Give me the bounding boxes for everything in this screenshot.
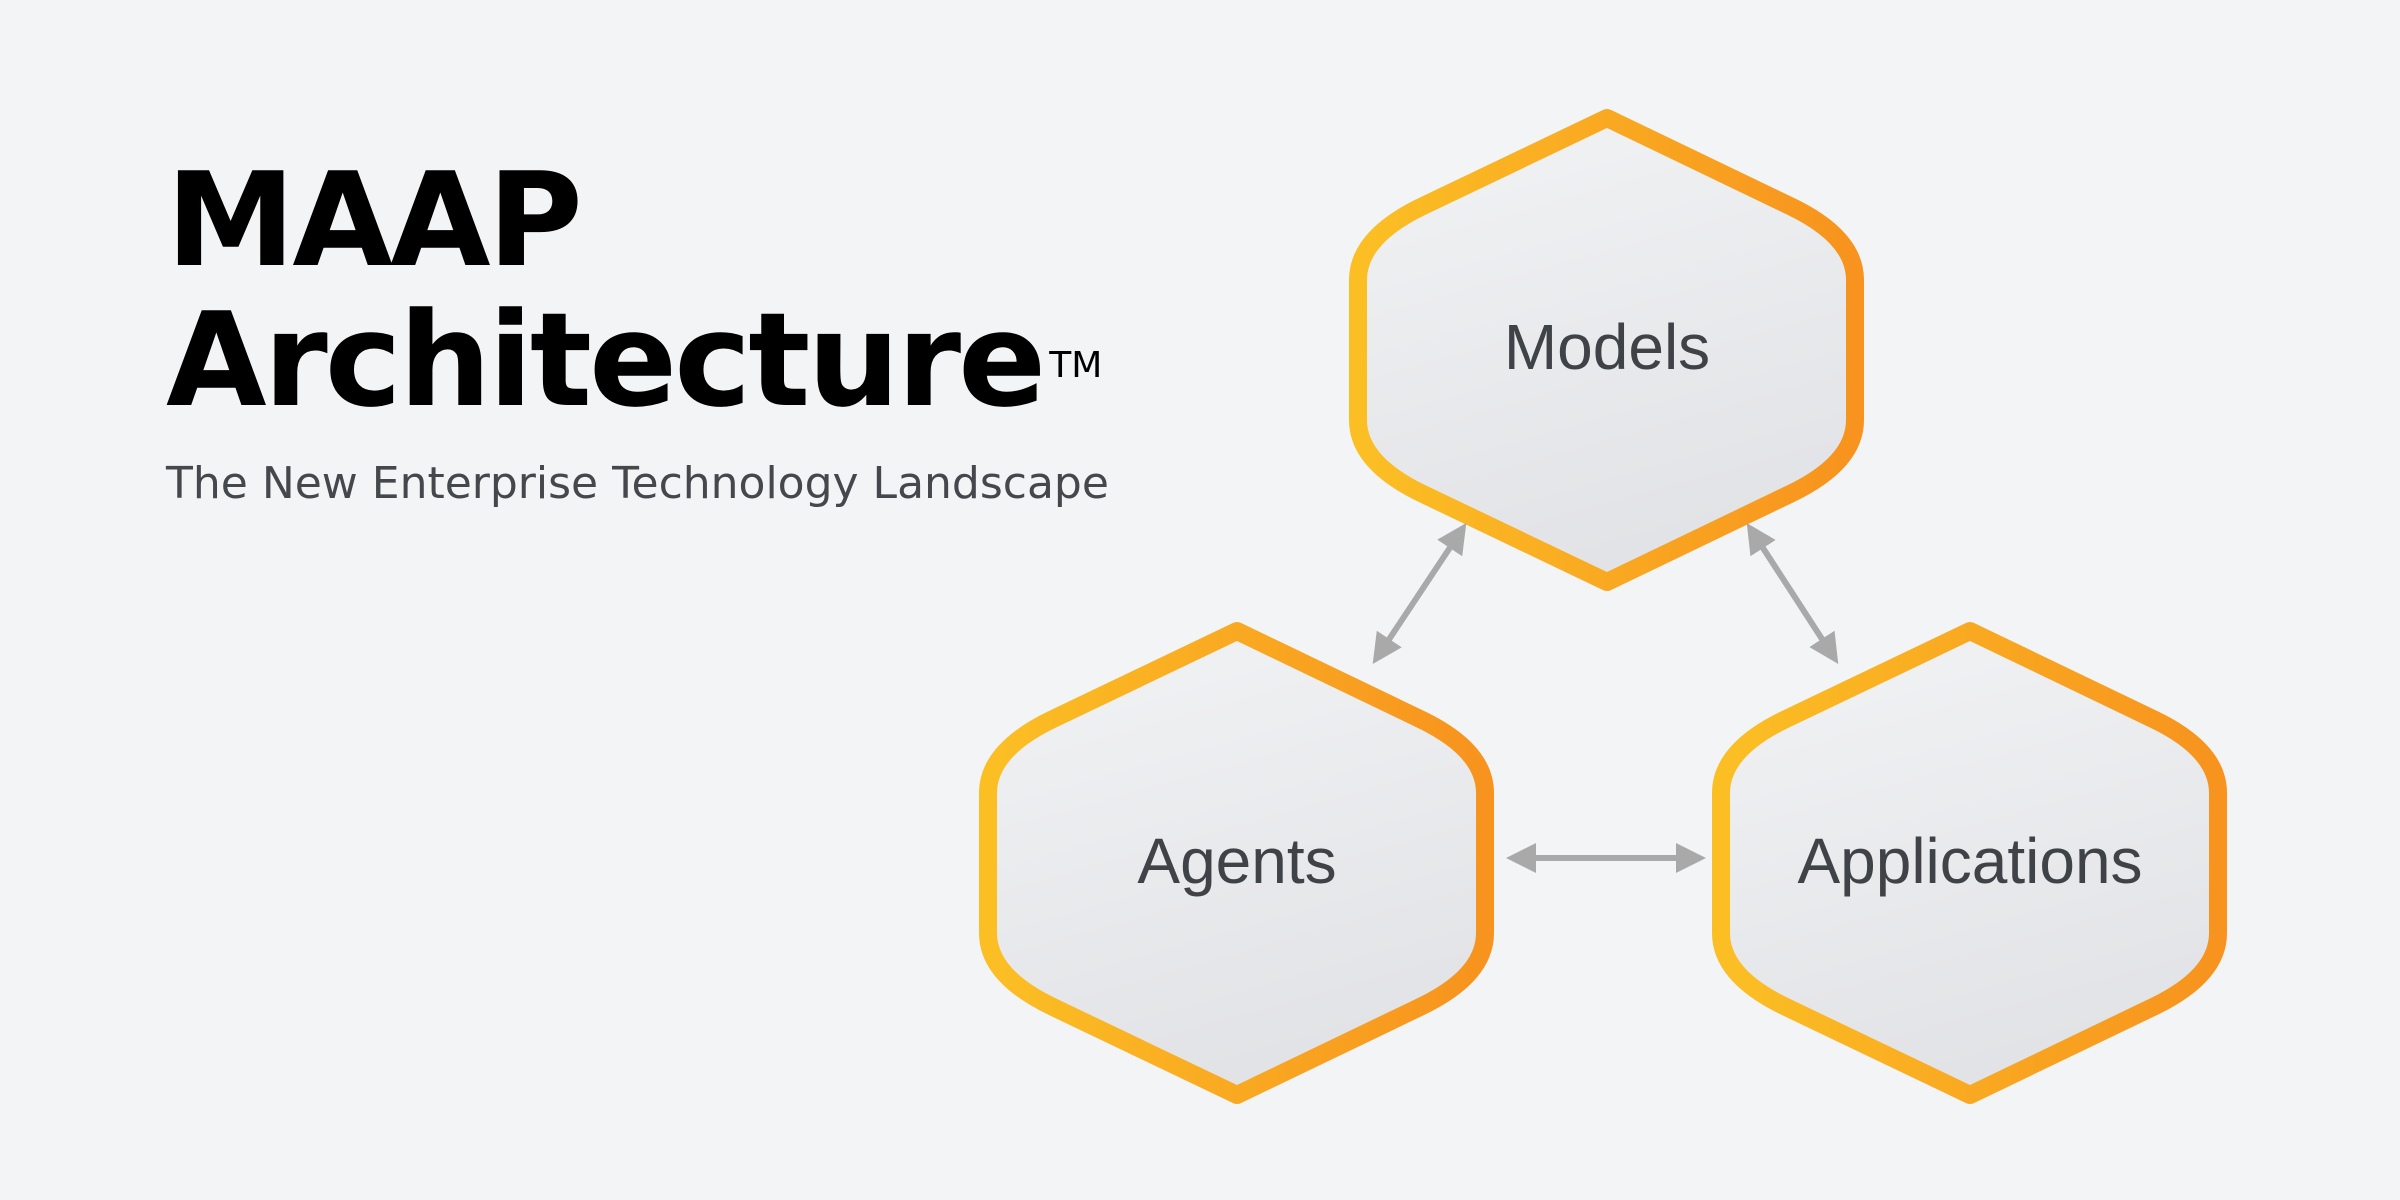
trademark-symbol: TM xyxy=(1049,345,1103,386)
hexagon-models: Models xyxy=(1349,109,1864,591)
arrow-agents-models xyxy=(1372,523,1467,664)
arrow-models-applications xyxy=(1746,522,1839,665)
title-line-1: MAAP xyxy=(166,144,583,296)
hexagon-agents-border xyxy=(979,622,1494,1104)
hexagon-applications-border xyxy=(1712,622,2227,1104)
subtitle: The New Enterprise Technology Landscape xyxy=(166,458,1109,509)
hexagon-models-border xyxy=(1349,109,1864,591)
node-label-models: Models xyxy=(1504,311,1710,383)
title-architecture: Architecture xyxy=(166,284,1046,436)
node-label-applications: Applications xyxy=(1797,825,2142,897)
node-label-agents: Agents xyxy=(1137,825,1336,897)
hexagon-applications: Applications xyxy=(1712,622,2227,1104)
hexagon-agents: Agents xyxy=(979,622,1494,1104)
